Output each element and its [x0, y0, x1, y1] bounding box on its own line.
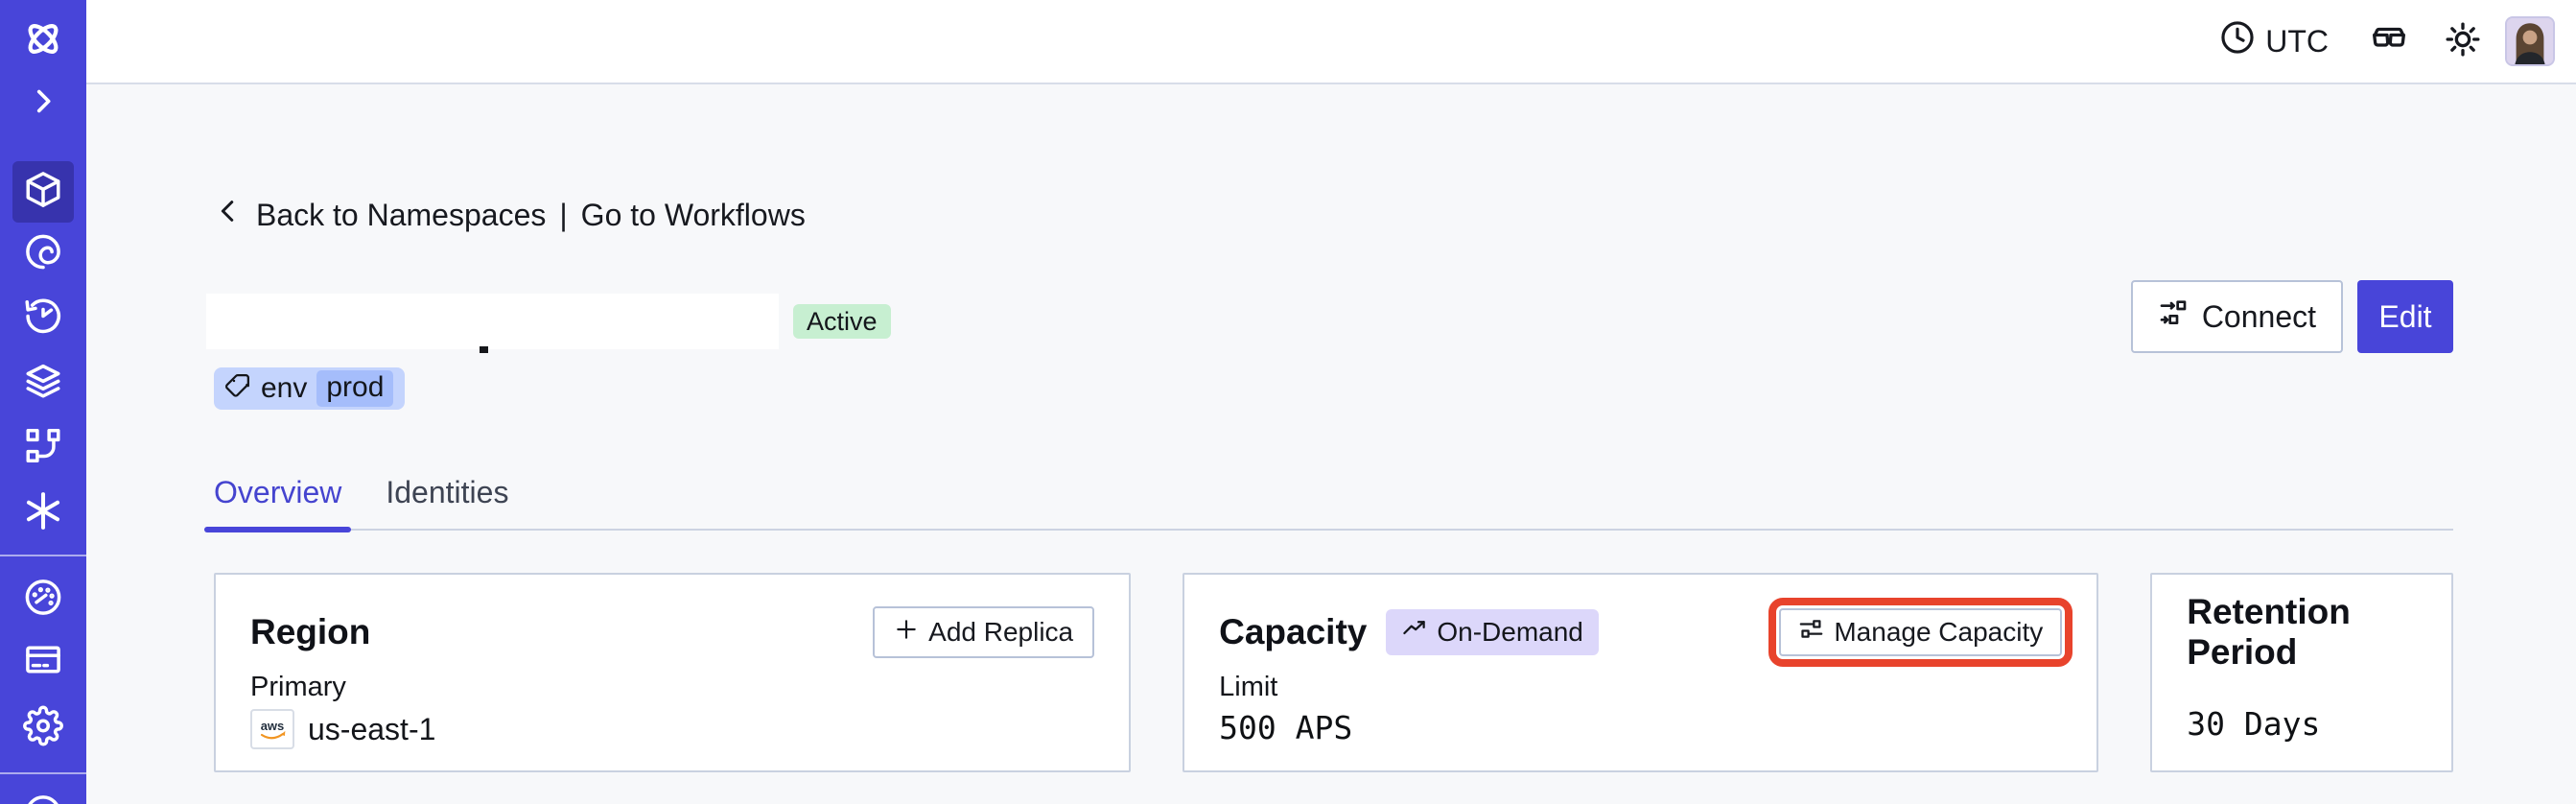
connect-button[interactable]: Connect [2130, 280, 2343, 353]
add-replica-label: Add Replica [928, 617, 1074, 647]
limit-label: Limit [1219, 672, 1278, 702]
trend-up-icon [1401, 616, 1427, 649]
connect-label: Connect [2201, 298, 2316, 334]
breadcrumb-separator: | [559, 197, 568, 232]
primary-label: Primary [250, 672, 346, 702]
capacity-card: Capacity On-Demand [1183, 573, 2099, 772]
breadcrumb-back-link[interactable]: Back to Namespaces [256, 197, 547, 232]
tag-icon [225, 372, 251, 406]
manage-capacity-label: Manage Capacity [1834, 617, 2044, 647]
edit-button[interactable]: Edit [2357, 280, 2453, 353]
tag-value: prod [316, 370, 394, 407]
sidebar-item-namespaces[interactable] [23, 170, 63, 215]
capacity-card-title: Capacity [1219, 612, 1368, 651]
help-circle-icon [23, 793, 63, 804]
connect-flow-icon [2158, 297, 2189, 336]
clock-icon [2219, 19, 2256, 63]
capacity-card-header: Capacity On-Demand [1219, 598, 2073, 667]
namespace-header: Active Connect [206, 280, 2453, 353]
main-area: UTC [86, 0, 2576, 804]
sun-icon [2444, 22, 2482, 62]
namespace-tag-chip: env prod [214, 367, 406, 410]
sidebar-item-home[interactable] [21, 17, 65, 66]
sliders-icon [1798, 616, 1824, 649]
glasses-icon [2367, 27, 2411, 62]
namespace-name-wrap: Active [206, 294, 891, 353]
sidebar-divider-bottom [0, 772, 86, 774]
tab-overview[interactable]: Overview [203, 475, 352, 532]
breadcrumb-workflows-link[interactable]: Go to Workflows [580, 197, 806, 232]
on-demand-badge: On-Demand [1386, 609, 1599, 655]
status-badge: Active [793, 304, 891, 339]
settings-gear-icon [23, 705, 63, 751]
sidebar-item-usage[interactable] [23, 578, 63, 623]
retention-card-header: Retention Period [2187, 592, 2417, 672]
schedules-clock-icon [23, 296, 63, 342]
chevron-left-icon [214, 197, 243, 233]
sidebar-item-help[interactable] [23, 793, 63, 804]
timezone-selector[interactable]: UTC [2219, 19, 2329, 63]
svg-text:aws: aws [261, 719, 285, 733]
retention-card: Retention Period 30 Days [2150, 573, 2454, 772]
sidebar-item-layers[interactable] [23, 361, 63, 406]
sidebar-item-billing[interactable] [23, 640, 63, 685]
sidebar-item-schedules[interactable] [23, 296, 63, 342]
limit-value: 500 APS [1219, 709, 1353, 746]
timezone-label: UTC [2265, 23, 2329, 59]
usage-gauge-icon [23, 578, 63, 623]
namespace-title-artifact [480, 346, 488, 353]
layers-icon [23, 361, 63, 406]
user-avatar[interactable] [2505, 16, 2555, 66]
retention-card-title: Retention Period [2187, 592, 2351, 672]
sidebar-expand-button[interactable] [27, 85, 59, 123]
overview-cards: Region Add Replica Primary [214, 573, 2454, 772]
header-actions: Connect Edit [2130, 280, 2453, 353]
deployments-branch-icon [23, 426, 63, 471]
region-card: Region Add Replica Primary [214, 573, 1132, 772]
chevron-right-icon [27, 85, 59, 123]
on-demand-label: On-Demand [1437, 617, 1583, 647]
nexus-asterisk-icon [22, 490, 64, 537]
retention-value: 30 Days [2187, 705, 2321, 743]
page-content: Back to Namespaces | Go to Workflows Act… [86, 84, 2576, 804]
tab-identities[interactable]: Identities [386, 475, 509, 509]
topbar: UTC [86, 0, 2576, 84]
region-card-title: Region [250, 612, 371, 651]
manage-capacity-button[interactable]: Manage Capacity [1768, 598, 2073, 667]
sidebar-item-nexus[interactable] [22, 490, 64, 537]
temporal-logo-icon [21, 17, 65, 66]
sidebar [0, 0, 86, 804]
sidebar-divider [0, 555, 86, 556]
sidebar-item-settings[interactable] [23, 705, 63, 751]
namespaces-cube-icon [23, 170, 63, 215]
plus-icon [894, 617, 919, 649]
sidebar-item-deployments[interactable] [23, 426, 63, 471]
tag-row: env prod [214, 367, 2453, 410]
tab-bar: Overview Identities [203, 475, 2453, 532]
sidebar-item-workflows[interactable] [23, 232, 63, 277]
edit-label: Edit [2378, 298, 2432, 334]
region-card-header: Region Add Replica [250, 605, 1095, 659]
workflows-spiral-icon [23, 232, 63, 277]
namespace-title-redacted [206, 294, 779, 349]
billing-card-icon [23, 640, 63, 685]
theme-toggle-button[interactable] [2444, 20, 2482, 63]
add-replica-button[interactable]: Add Replica [873, 606, 1095, 658]
region-value: us-east-1 [308, 711, 436, 746]
labs-mode-button[interactable] [2367, 20, 2411, 63]
region-value-row: aws us-east-1 [250, 709, 1094, 749]
aws-provider-icon: aws [250, 709, 294, 749]
breadcrumb: Back to Namespaces | Go to Workflows [214, 198, 2453, 232]
tag-key: env [261, 372, 308, 404]
